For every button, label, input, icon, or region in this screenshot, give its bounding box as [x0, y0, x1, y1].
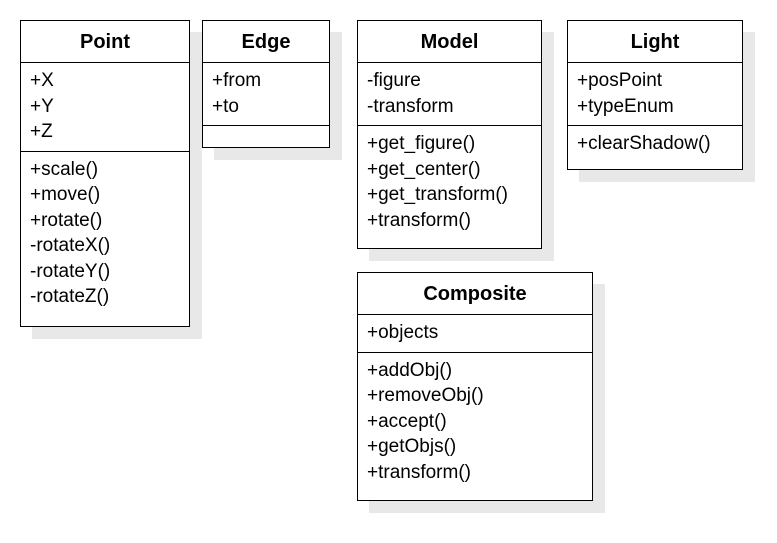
- class-edge-title: Edge: [203, 21, 329, 63]
- class-point-attribute: +Y: [30, 95, 54, 117]
- class-light-attributes: +posPoint +typeEnum: [568, 63, 742, 125]
- class-model: Model -figure -transform +get_figure() +…: [357, 20, 542, 249]
- class-composite-attribute: +objects: [367, 322, 439, 343]
- class-composite: Composite +objects +addObj() +removeObj(…: [357, 272, 593, 501]
- class-light-attribute: +posPoint: [577, 70, 663, 91]
- class-model-method: +get_transform(): [367, 184, 508, 205]
- class-model-method: +get_figure(): [367, 133, 476, 154]
- class-composite-method: +accept(): [367, 410, 447, 432]
- class-light-method: +clearShadow(): [577, 133, 711, 154]
- class-model-method: +get_center(): [367, 158, 481, 180]
- class-light-attribute: +typeEnum: [577, 95, 674, 117]
- class-point-title: Point: [21, 21, 189, 63]
- class-point-methods: +scale() +move() +rotate() -rotateX() -r…: [21, 150, 189, 316]
- class-point-attributes: +X +Y +Z: [21, 63, 189, 151]
- class-composite-attributes: +objects: [358, 315, 592, 352]
- class-light: Light +posPoint +typeEnum +clearShadow(): [567, 20, 743, 170]
- class-composite-method: +transform(): [367, 461, 471, 483]
- class-model-attribute: -figure: [367, 70, 421, 91]
- class-model-attributes: -figure -transform: [358, 63, 541, 125]
- class-point-method: -rotateX(): [30, 235, 111, 256]
- class-edge-attribute: +to: [212, 95, 239, 117]
- class-edge-methods: [203, 125, 329, 141]
- class-model-attribute: -transform: [367, 95, 454, 117]
- class-point: Point +X +Y +Z +scale() +move() +rotate(…: [20, 20, 190, 327]
- class-point-attribute: +X: [30, 70, 54, 91]
- class-composite-method: +getObjs(): [367, 436, 457, 457]
- class-point-method: +rotate(): [30, 209, 103, 231]
- class-composite-method: +removeObj(): [367, 385, 484, 406]
- class-edge: Edge +from +to: [202, 20, 330, 148]
- class-point-method: +scale(): [30, 158, 99, 180]
- class-composite-methods: +addObj() +removeObj() +accept() +getObj…: [358, 351, 592, 492]
- class-model-title: Model: [358, 21, 541, 63]
- class-composite-method: +addObj(): [367, 359, 453, 381]
- class-model-methods: +get_figure() +get_center() +get_transfo…: [358, 125, 541, 239]
- class-model-method: +transform(): [367, 209, 471, 231]
- class-point-method: +move(): [30, 184, 101, 205]
- class-edge-attribute: +from: [212, 70, 262, 91]
- class-point-method: -rotateZ(): [30, 286, 110, 307]
- class-light-title: Light: [568, 21, 742, 63]
- class-point-method: -rotateY(): [30, 260, 111, 282]
- class-point-attribute: +Z: [30, 121, 53, 142]
- class-edge-attributes: +from +to: [203, 63, 329, 125]
- class-light-methods: +clearShadow(): [568, 125, 742, 163]
- class-composite-title: Composite: [358, 273, 592, 315]
